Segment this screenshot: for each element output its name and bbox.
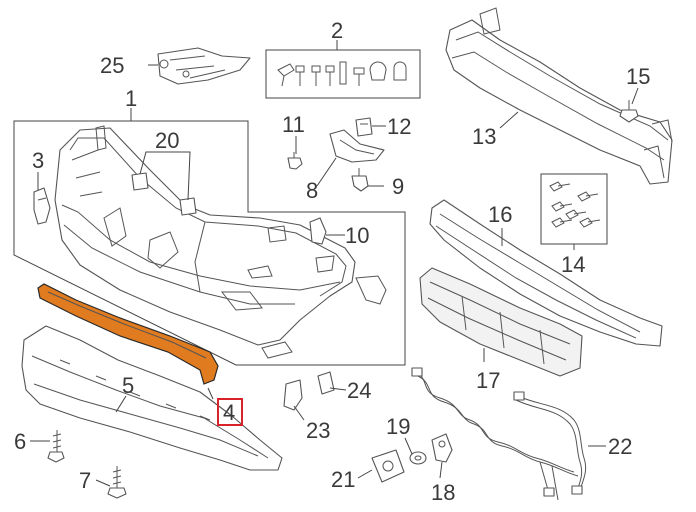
part-18-sensor[interactable] [431,433,453,463]
part-12-clip[interactable] [355,117,373,137]
part-20-clips[interactable] [131,172,197,216]
part-5-lower-valance[interactable] [21,325,283,471]
callout-5[interactable]: 5 [122,373,134,398]
callout-16[interactable]: 16 [488,202,512,227]
part-6-screw[interactable] [47,430,65,463]
hardware-box-2 [265,49,421,99]
callout-3[interactable]: 3 [32,148,44,173]
part-7-screw[interactable] [107,466,127,499]
part-1-bumper-cover[interactable] [54,125,387,359]
highlight-box [217,398,243,426]
callout-7[interactable]: 7 [79,468,91,493]
callout-2[interactable]: 2 [331,18,343,43]
callout-1[interactable]: 1 [125,86,137,111]
callout-20[interactable]: 20 [155,128,179,153]
part-22-wiring-harness[interactable] [411,367,587,501]
callout-21[interactable]: 21 [331,467,355,492]
callout-numbers: 1 2 3 4 5 6 7 8 9 10 11 12 13 14 15 16 1… [14,18,650,505]
hardware-box-14 [540,173,608,245]
bumper-assembly-box [13,120,406,366]
callout-11[interactable]: 11 [282,112,305,137]
callout-17[interactable]: 17 [476,368,500,393]
callout-9[interactable]: 9 [392,174,404,199]
callout-19[interactable]: 19 [386,414,410,439]
part-14-bolts[interactable] [549,181,601,228]
callout-22[interactable]: 22 [608,434,632,459]
part-3-bracket[interactable] [33,187,51,225]
part-15-clip[interactable] [619,100,639,123]
part-16-absorber[interactable] [429,199,663,347]
part-21-bracket[interactable] [371,449,405,483]
part-8-bracket[interactable] [329,129,385,163]
callout-24[interactable]: 24 [347,378,371,403]
callout-18[interactable]: 18 [431,480,455,505]
part-10-bracket[interactable] [309,217,327,245]
part-19-sensor[interactable] [409,451,427,465]
leader-lines [30,40,639,487]
part-9-nut[interactable] [351,168,369,192]
part-23-bracket[interactable] [283,379,303,411]
part-17-absorber[interactable] [419,267,583,377]
callout-15[interactable]: 15 [626,64,650,89]
callout-12[interactable]: 12 [387,114,411,139]
callout-25[interactable]: 25 [100,53,124,78]
part-25-bracket[interactable] [157,47,251,85]
part-11-bolt[interactable] [287,152,303,170]
callout-14[interactable]: 14 [561,252,585,277]
callout-8[interactable]: 8 [306,178,318,203]
part-24-bracket[interactable] [317,371,335,395]
part-4-strip[interactable] [37,283,219,385]
callout-23[interactable]: 23 [306,418,330,443]
callout-4[interactable]: 4 [223,400,235,425]
part-13-reinforcement-bar[interactable] [445,7,673,185]
callout-10[interactable]: 10 [345,223,369,248]
callout-6[interactable]: 6 [14,429,26,454]
part-2-fasteners[interactable] [277,61,407,87]
callout-13[interactable]: 13 [472,124,496,149]
